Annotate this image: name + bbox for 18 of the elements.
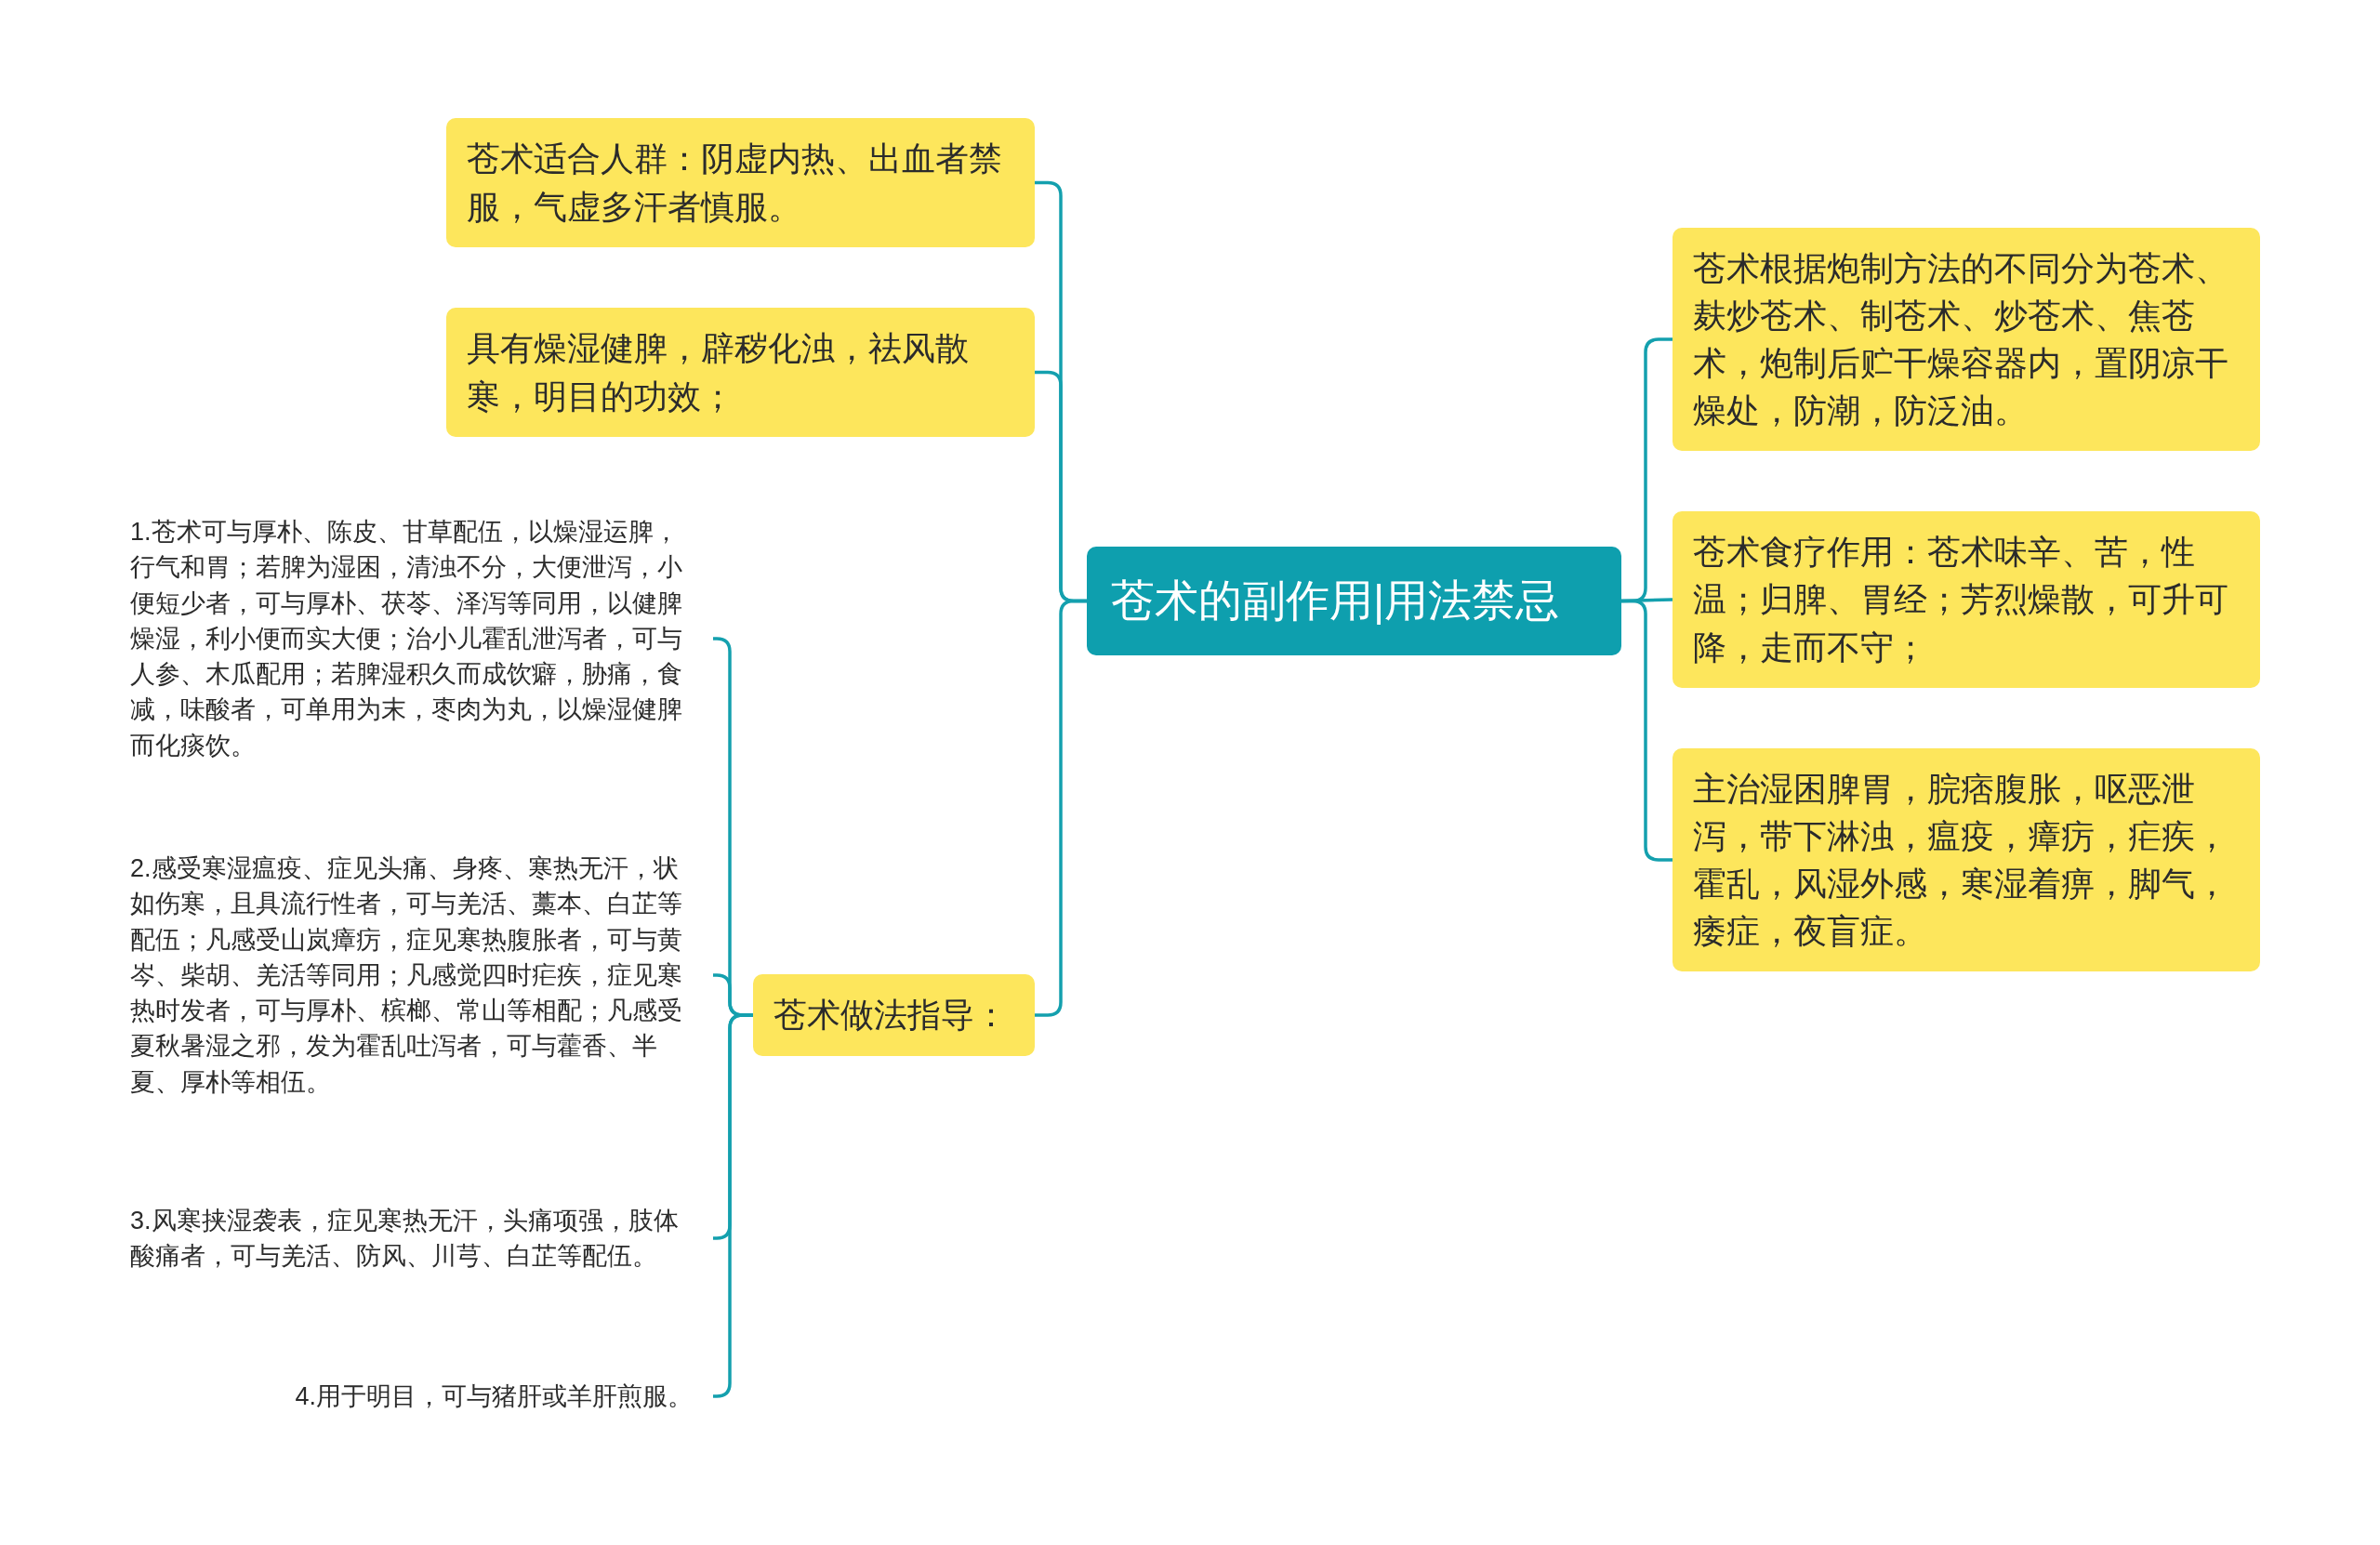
topic-label: 主治湿困脾胃，脘痞腹胀，呕恶泄泻，带下淋浊，瘟疫，瘴疠，疟疾，霍乱，风湿外感，寒湿着痹，脚气，痿症，夜盲症。	[1693, 768, 2229, 953]
topic-text: 2.感受寒湿瘟疫、症见头痛、身疼、寒热无汗，状如伤寒，且具流行性者，可与羌活、藁本、白芷等配伍；凡感受山岚瘴疠，症见寒热腹胀者，可与黄岑、柴胡、羌活等同用；凡感觉四时疟疾，症见寒热时发者，可与厚朴、槟榔、常山等相配；凡感受夏秋暑湿之邪，发为霍乱吐泻者，可与藿香、半夏、厚朴等相伍。	[130, 852, 683, 1098]
topic-label: 苍术的副作用|用法禁忌	[1111, 574, 1560, 627]
central-topic-box	[1087, 547, 1621, 655]
topic-box	[1673, 748, 2260, 971]
topic-label: 苍术根据炮制方法的不同分为苍术、麸炒苍术、制苍术、炒苍术、焦苍术，炮制后贮干燥容器内，置阴凉干燥处，防潮，防泛油。	[1693, 247, 2229, 432]
topic-text: 1.苍术可与厚朴、陈皮、甘草配伍，以燥湿运脾，行气和胃；若脾为湿困，清浊不分，大便泄泻，小便短少者，可与厚朴、茯苓、泽泻等同用，以健脾燥湿，利小便而实大便；治小儿霍乱泄泻者，可与人参、木瓜配用；若脾湿积久而成饮癖，胁痛，食减，味酸者，可单用为末，枣肉为丸，以燥湿健脾而化痰饮。	[130, 516, 683, 761]
topic-box	[753, 974, 1035, 1056]
topic-label: 具有燥湿健脾，辟秽化浊，祛风散寒，明目的功效；	[467, 328, 970, 417]
topic-label: 苍术做法指导：	[774, 995, 1008, 1037]
topic-text: 4.用于明目，可与猪肝或羊肝煎服。	[295, 1380, 693, 1412]
topic-box	[446, 308, 1035, 437]
topic-box	[446, 118, 1035, 247]
topic-box	[1673, 228, 2260, 451]
topic-text: 3.风寒挟湿袭表，症见寒热无汗，头痛项强，肢体酸痛者，可与羌活、防风、川芎、白芷等配伍。	[130, 1205, 680, 1272]
topic-label: 苍术食疗作用：苍术味辛、苦，性温；归脾、胃经；芳烈燥散，可升可降，走而不守；	[1693, 532, 2229, 668]
topic-label: 苍术适合人群：阴虚内热、出血者禁服，气虚多汗者慎服。	[467, 139, 1003, 228]
topic-box	[1673, 511, 2260, 688]
